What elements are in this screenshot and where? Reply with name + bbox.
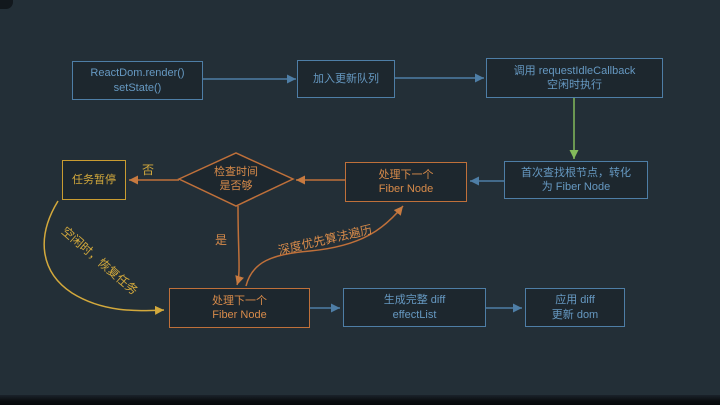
node-task-pause: 任务暂停 (62, 160, 126, 200)
node-effect-list: 生成完整 diff effectList (343, 288, 486, 327)
node-line: 空闲时执行 (547, 79, 602, 91)
node-request-idle-callback: 调用 requestIdleCallback 空闲时执行 (486, 58, 663, 98)
arrow-idle-resume-to-fiberbottom (43, 200, 165, 315)
arrow-decision-yes-to-fiberbottom (235, 205, 244, 286)
node-line: 更新 dom (551, 308, 599, 321)
node-line: 任务暂停 (72, 173, 116, 186)
node-line: 调用 requestIdleCallback (513, 64, 636, 77)
node-line: 为 Fiber Node (541, 181, 611, 193)
node-fiber-next-top: 处理下一个 Fiber Node (345, 162, 467, 202)
node-apply-diff: 应用 diff 更新 dom (525, 288, 625, 327)
node-update-queue: 加入更新队列 (297, 60, 395, 98)
node-line: 首次查找根节点，转化 (521, 166, 631, 179)
node-line: 应用 diff (555, 294, 595, 307)
arrow-dfs-loop-to-fibertop (245, 205, 404, 287)
edge-label-no: 否 (142, 163, 155, 177)
node-find-root: 首次查找根节点，转化 为 Fiber Node (504, 161, 648, 199)
node-line: Fiber Node (212, 309, 267, 321)
node-line: setState() (113, 81, 162, 94)
node-fiber-next-bottom: 处理下一个 Fiber Node (169, 288, 310, 328)
node-line: 处理下一个 (378, 168, 434, 181)
node-line: 处理下一个 (212, 294, 267, 307)
letterbox-bar (0, 395, 720, 405)
node-check-time: 检查时间 是否够 (196, 166, 276, 194)
node-line: Fiber Node (378, 183, 434, 195)
corner-artifact (0, 0, 13, 9)
node-line: ReactDom.render() (90, 67, 185, 80)
edge-label-yes: 是 (215, 233, 228, 247)
node-line: 加入更新队列 (313, 72, 379, 85)
node-line: 检查时间 (214, 166, 258, 178)
node-react-render: ReactDom.render() setState() (72, 61, 203, 100)
node-line: 生成完整 diff (383, 294, 446, 307)
node-line: 是否够 (219, 179, 253, 192)
node-line: effectList (392, 308, 437, 321)
decision-diamond-shape (177, 152, 295, 207)
